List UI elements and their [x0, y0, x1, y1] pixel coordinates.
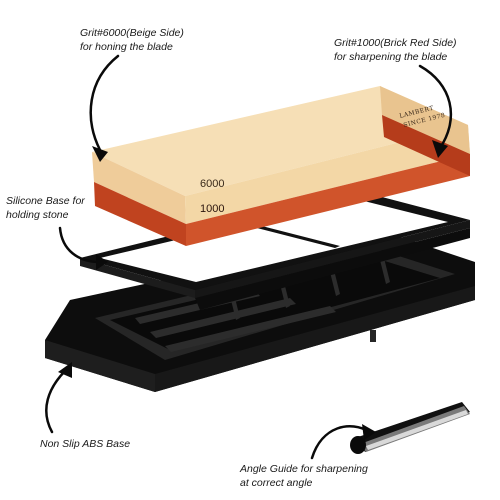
stone-beige-front	[185, 125, 470, 224]
callout-abs-base: Non Slip ABS Base	[40, 437, 130, 451]
arrowhead-grit6000	[92, 146, 108, 162]
callout-silicone-base-line2: holding stone	[6, 209, 69, 221]
arrowhead-abs	[58, 362, 72, 378]
callout-grit1000-line2: for sharpening the blade	[334, 51, 448, 63]
callout-angle-guide-line2: at correct angle	[240, 477, 313, 489]
grit-1000-label: 1000	[200, 203, 224, 215]
arrow-abs	[45, 368, 68, 434]
callout-angle-guide-line1: Angle Guide for sharpening	[240, 463, 368, 475]
callout-grit1000: Grit#1000(Brick Red Side) for sharpening…	[334, 36, 457, 64]
callout-grit6000: Grit#6000(Beige Side) for honing the bla…	[80, 26, 184, 54]
callout-silicone-base: Silicone Base for holding stone	[6, 194, 85, 222]
arrowhead-angle	[362, 424, 376, 440]
arrow-grit6000	[89, 54, 120, 152]
stone-red-front	[186, 154, 470, 246]
stone-red-side	[94, 182, 186, 246]
grit-6000-label: 6000	[200, 178, 224, 190]
arrow-heads	[58, 140, 448, 440]
angle-guide	[350, 402, 470, 454]
whetstone: LAMBERT SINCE 1978 6000 1000	[92, 86, 470, 246]
stone-top-face	[92, 86, 468, 196]
callout-grit6000-line2: for honing the blade	[80, 41, 173, 53]
callout-abs-base-line1: Non Slip ABS Base	[40, 438, 131, 450]
callout-grit6000-line1: Grit#6000(Beige Side)	[80, 27, 184, 39]
callout-grit1000-line1: Grit#1000(Brick Red Side)	[334, 37, 457, 49]
silicone-base	[80, 190, 470, 310]
callout-angle-guide: Angle Guide for sharpening at correct an…	[240, 462, 368, 490]
arrow-silicone	[58, 226, 102, 264]
arrow-grit1000	[418, 64, 453, 150]
callout-silicone-base-line1: Silicone Base for	[6, 195, 85, 207]
stone-beige-side	[92, 152, 186, 224]
abs-base	[45, 232, 475, 392]
arrowhead-silicone	[96, 254, 108, 270]
arrowhead-grit1000	[432, 140, 448, 158]
